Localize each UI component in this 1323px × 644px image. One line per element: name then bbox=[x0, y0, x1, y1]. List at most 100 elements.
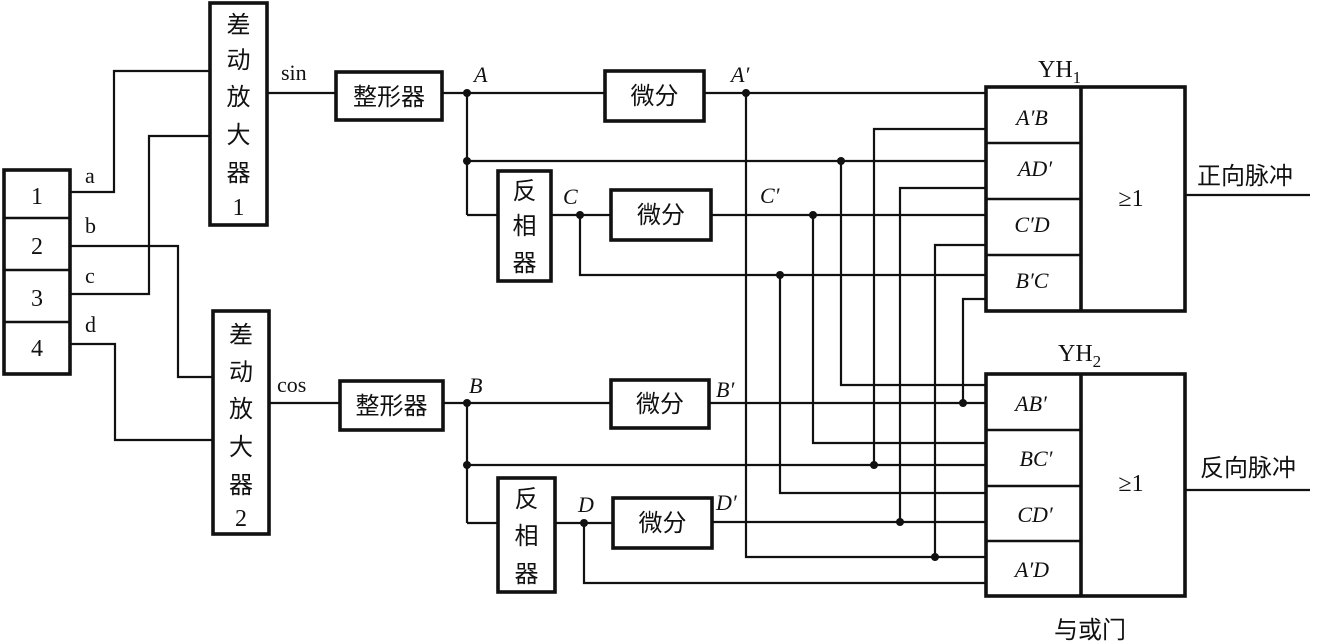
wire-d-label: d bbox=[85, 312, 96, 337]
gate-yh2-term: BC′ bbox=[1020, 446, 1054, 471]
and-or-gate-caption: 与或门 bbox=[1054, 616, 1126, 644]
wire-Dprime-up bbox=[898, 186, 985, 522]
differentiator-3-label: 微分 bbox=[636, 390, 684, 418]
diff-amp-1-char: 器 bbox=[227, 159, 251, 187]
inverter-2: 反 相 器 D bbox=[496, 476, 594, 594]
diff-amplifier-1: 差 动 放 大 器 1 sin bbox=[208, 1, 307, 227]
node-B-split bbox=[463, 461, 471, 469]
pin-4-label: 4 bbox=[31, 336, 43, 362]
diff-amp-2-char: 器 bbox=[229, 471, 253, 499]
connector-block: 1 2 3 4 a b c d bbox=[2, 163, 96, 376]
wire-C-bus bbox=[578, 215, 985, 277]
differentiator-1-box bbox=[603, 69, 706, 123]
node-D bbox=[580, 519, 588, 527]
wire-a bbox=[70, 69, 209, 194]
node-Dprime-tap bbox=[896, 518, 904, 526]
reverse-pulse-label: 反向脉冲 bbox=[1200, 454, 1296, 482]
differentiator-2-label: 微分 bbox=[637, 201, 685, 229]
wire-d bbox=[70, 342, 212, 442]
and-or-gate-yh1: YH1 A′B AD′ C′D B′C ≥1 正向脉冲 bbox=[984, 57, 1293, 313]
differentiator-1-label: 微分 bbox=[631, 82, 679, 110]
diff-amp-2-box bbox=[211, 309, 271, 536]
wires bbox=[70, 69, 1310, 585]
diff-amp-2-char: 放 bbox=[229, 395, 253, 423]
gate-yh2-title: YH2 bbox=[1058, 341, 1101, 371]
node-A-split bbox=[463, 157, 471, 165]
shaper-2: 整形器 B bbox=[338, 373, 482, 432]
differentiator-2-box bbox=[609, 188, 713, 242]
differentiator-3: 微分 B′ bbox=[609, 377, 735, 430]
gate-yh2-term: CD′ bbox=[1017, 502, 1054, 527]
wire-a-label: a bbox=[85, 163, 95, 188]
inverter-2-char: 反 bbox=[515, 485, 539, 513]
diff-amp-2-char: 差 bbox=[229, 321, 253, 349]
node-C-label: C bbox=[563, 184, 578, 209]
diff-amp-2-number: 2 bbox=[235, 506, 247, 532]
node-A bbox=[463, 89, 471, 97]
wire-Aprime-down bbox=[744, 93, 985, 559]
inverter-2-char: 器 bbox=[515, 560, 539, 588]
pin-1-label: 1 bbox=[31, 184, 43, 210]
differentiator-3-box bbox=[609, 378, 711, 430]
diff-amp-1-char: 差 bbox=[227, 11, 251, 39]
gate-yh1-title: YH1 bbox=[1038, 57, 1081, 87]
node-B-tap bbox=[870, 461, 878, 469]
node-C bbox=[576, 211, 584, 219]
node-C-tap bbox=[776, 271, 784, 279]
gate-yh1-term: C′D bbox=[1014, 212, 1049, 237]
node-Dprime-label: D′ bbox=[715, 490, 738, 515]
shaper-2-box bbox=[338, 379, 445, 432]
inverter-1: 反 相 器 C bbox=[496, 169, 578, 283]
inverter-1-box bbox=[496, 169, 553, 283]
shaper-2-label: 整形器 bbox=[356, 392, 428, 420]
inverter-1-char: 器 bbox=[513, 249, 537, 277]
diff-amp-2-char: 动 bbox=[229, 358, 253, 386]
node-Cprime-label: C′ bbox=[760, 183, 781, 208]
pin-3-label: 3 bbox=[31, 286, 43, 312]
gate-yh1-term: AD′ bbox=[1016, 156, 1053, 181]
pin-2-label: 2 bbox=[31, 234, 43, 260]
node-Aprime-label: A′ bbox=[729, 62, 750, 87]
inverter-2-box bbox=[496, 476, 557, 594]
connector-outline bbox=[2, 168, 72, 376]
node-Aprime bbox=[742, 89, 750, 97]
differentiator-2: 微分 C′ bbox=[609, 183, 781, 242]
gate-yh1-term: B′C bbox=[1016, 268, 1049, 293]
gate-yh2-term: A′D bbox=[1013, 557, 1049, 582]
diff-amp-1-char: 大 bbox=[227, 121, 251, 149]
diff-amp-1-number: 1 bbox=[233, 195, 245, 221]
diff-amp-1-char: 动 bbox=[227, 46, 251, 74]
wire-B-up bbox=[872, 127, 985, 465]
shaper-1-box bbox=[334, 70, 444, 122]
inverter-1-char: 反 bbox=[513, 177, 537, 205]
wire-c bbox=[70, 134, 209, 296]
junction-nodes bbox=[463, 89, 967, 561]
node-D-tap bbox=[931, 553, 939, 561]
node-A-tap bbox=[837, 157, 845, 165]
and-or-gate-yh2: YH2 AB′ BC′ CD′ A′D ≥1 反向脉冲 bbox=[984, 341, 1296, 598]
sin-label: sin bbox=[281, 60, 307, 85]
diff-amplifier-2: 差 动 放 大 器 2 cos bbox=[211, 309, 306, 536]
node-B-label: B bbox=[469, 373, 482, 398]
shaper-1: 整形器 A bbox=[334, 62, 488, 122]
node-Bprime-label: B′ bbox=[716, 377, 735, 402]
cos-label: cos bbox=[277, 372, 306, 397]
node-B bbox=[463, 399, 471, 407]
wire-c-label: c bbox=[85, 263, 95, 288]
gate-yh1-term: A′B bbox=[1014, 105, 1048, 130]
wire-b-label: b bbox=[85, 213, 96, 238]
gate-yh2-term: AB′ bbox=[1013, 391, 1048, 416]
node-D-label: D bbox=[577, 492, 594, 517]
shaper-1-label: 整形器 bbox=[353, 83, 425, 111]
diff-amp-1-char: 放 bbox=[227, 83, 251, 111]
differentiator-4-label: 微分 bbox=[639, 509, 687, 537]
node-A-label: A bbox=[472, 62, 488, 87]
wire-Cprime-down bbox=[811, 215, 985, 445]
gate-yh1-or-symbol: ≥1 bbox=[1118, 186, 1143, 212]
inverter-1-char: 相 bbox=[513, 212, 537, 240]
diff-amp-1-box bbox=[208, 1, 269, 227]
diff-amp-2-char: 大 bbox=[229, 433, 253, 461]
differentiator-4-box bbox=[611, 496, 714, 550]
wire-b bbox=[70, 244, 212, 379]
